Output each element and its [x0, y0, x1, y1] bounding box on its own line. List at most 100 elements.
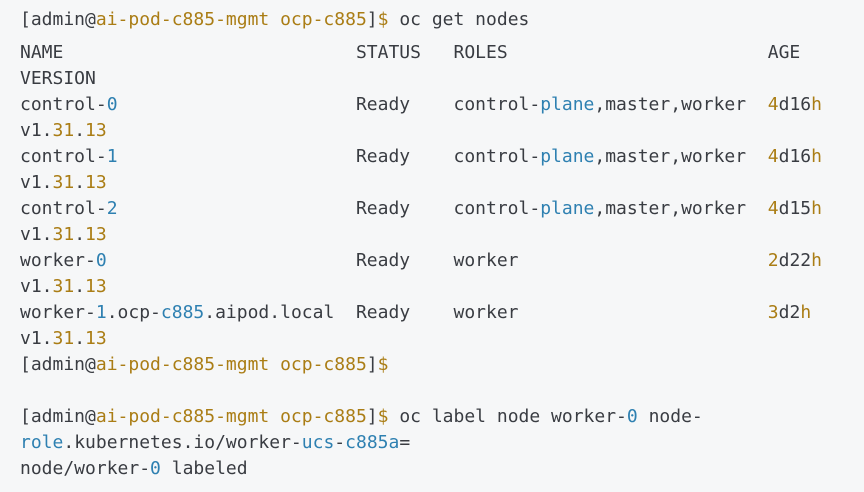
terminal-text-segment: 3: [767, 302, 779, 323]
terminal-text-segment: ]: [366, 9, 378, 30]
terminal-text-segment: 13: [85, 328, 107, 349]
terminal-text-segment: 1: [106, 146, 118, 167]
terminal-text-segment: ai-pod-c885-mgmt ocp-c885: [95, 406, 367, 427]
blank-line: [20, 378, 864, 404]
terminal-text-segment: c885: [160, 302, 205, 323]
terminal-text-segment: node-: [637, 406, 703, 427]
terminal-text-segment: 13: [85, 224, 107, 245]
terminal-text-segment: -: [334, 432, 346, 453]
terminal-text-segment: 0: [150, 458, 161, 479]
terminal-text-segment: $: [377, 406, 389, 427]
terminal-text-segment: $: [377, 354, 389, 375]
terminal-text-segment: .: [74, 172, 86, 193]
prompt-oc-label-node: [admin@ai-pod-c885-mgmt ocp-c885]$ oc la…: [20, 404, 864, 430]
terminal-text-segment: .aipod.local Ready worker: [204, 302, 768, 323]
terminal-text-segment: h: [811, 250, 822, 271]
terminal-text-segment: worker-: [20, 250, 96, 271]
terminal-text-segment: d16: [778, 94, 812, 115]
terminal-text-segment: .kubernetes.io/worker-: [63, 432, 302, 453]
terminal-text-segment: role: [20, 432, 64, 453]
terminal-text-segment: oc get nodes: [388, 9, 530, 30]
terminal-text-segment: 1: [95, 302, 107, 323]
terminal-text-segment: .: [74, 328, 86, 349]
terminal-text-segment: Ready control-: [117, 198, 541, 219]
prompt-idle: [admin@ai-pod-c885-mgmt ocp-c885]$: [20, 352, 864, 378]
terminal-text-segment: 13: [85, 120, 107, 141]
terminal-text-segment: oc label node worker-: [388, 406, 627, 427]
terminal-text-segment: .: [74, 276, 86, 297]
terminal-text-segment: control-: [20, 146, 107, 167]
terminal-text-segment: 13: [85, 172, 107, 193]
terminal-text-segment: .ocp-: [106, 302, 161, 323]
terminal-text-segment: [admin@: [20, 354, 96, 375]
terminal-text-segment: 31: [52, 224, 75, 245]
terminal-text-segment: .: [74, 120, 86, 141]
table-header-version-wrap: VERSION: [20, 66, 864, 92]
terminal-text-segment: 0: [106, 94, 118, 115]
terminal-text-segment: worker-: [20, 302, 96, 323]
terminal-text-segment: 4: [767, 94, 779, 115]
terminal-text-segment: NAME STATUS ROLES AGE: [20, 42, 801, 63]
terminal-text-segment: node/worker-: [20, 458, 151, 479]
terminal-text-segment: plane: [540, 94, 595, 115]
terminal-text-segment: d16: [778, 146, 812, 167]
terminal-text-segment: h: [811, 94, 822, 115]
terminal-text-segment: v1.: [20, 276, 53, 297]
node-row-control-0-version: v1.31.13: [20, 118, 864, 144]
terminal-text-segment: h: [800, 302, 812, 323]
terminal-text-segment: d15: [778, 198, 812, 219]
terminal-text-segment: 31: [52, 328, 75, 349]
terminal-text-segment: ]: [366, 406, 378, 427]
node-row-worker-0: worker-0 Ready worker 2d22h: [20, 248, 864, 274]
terminal-text-segment: =: [399, 432, 411, 453]
terminal-text-segment: [admin@: [20, 9, 96, 30]
terminal-text-segment: labeled: [160, 458, 248, 479]
terminal-text-segment: d22: [778, 250, 812, 271]
terminal-text-segment: 2: [767, 250, 779, 271]
prompt-oc-get-nodes: [admin@ai-pod-c885-mgmt ocp-c885]$ oc ge…: [20, 7, 864, 33]
terminal-text-segment: ,master,worker: [594, 146, 768, 167]
terminal-text-segment: $: [377, 9, 389, 30]
label-result: node/worker-0 labeled: [20, 456, 864, 482]
terminal-text-segment: ucs: [301, 432, 335, 453]
terminal-text-segment: 31: [52, 120, 75, 141]
terminal-text-segment: h: [811, 146, 822, 167]
terminal-text-segment: ,master,worker: [594, 198, 768, 219]
terminal-text-segment: 31: [52, 172, 75, 193]
node-row-control-1: control-1 Ready control-plane,master,wor…: [20, 144, 864, 170]
node-row-control-1-version: v1.31.13: [20, 170, 864, 196]
terminal-text-segment: 0: [95, 250, 107, 271]
terminal-text-segment: v1.: [20, 328, 53, 349]
terminal-text-segment: 0: [626, 406, 638, 427]
terminal-text-segment: .: [74, 224, 86, 245]
terminal-text-segment: ai-pod-c885-mgmt ocp-c885: [95, 354, 367, 375]
node-row-control-2: control-2 Ready control-plane,master,wor…: [20, 196, 864, 222]
terminal-text-segment: Ready worker: [106, 250, 768, 271]
terminal-text-segment: 2: [106, 198, 118, 219]
terminal-text-segment: 13: [85, 276, 107, 297]
terminal-text-segment: v1.: [20, 120, 53, 141]
terminal-text-segment: ai-pod-c885-mgmt ocp-c885: [95, 9, 367, 30]
terminal-text-segment: plane: [540, 198, 595, 219]
terminal-text-segment: plane: [540, 146, 595, 167]
terminal-text-segment: control-: [20, 198, 107, 219]
terminal-text-segment: ,master,worker: [594, 94, 768, 115]
terminal-text-segment: h: [811, 198, 822, 219]
label-command-wrap: role.kubernetes.io/worker-ucs-c885a=: [20, 430, 864, 456]
table-header-row: NAME STATUS ROLES AGE: [20, 40, 864, 66]
node-row-control-0: control-0 Ready control-plane,master,wor…: [20, 92, 864, 118]
terminal-text-segment: ]: [366, 354, 378, 375]
terminal-text-segment: 31: [52, 276, 75, 297]
node-row-worker-0-version: v1.31.13: [20, 274, 864, 300]
terminal-text-segment: 4: [767, 198, 779, 219]
terminal-text-segment: d2: [778, 302, 801, 323]
node-row-control-2-version: v1.31.13: [20, 222, 864, 248]
terminal-text-segment: v1.: [20, 224, 53, 245]
terminal-text-segment: control-: [20, 94, 107, 115]
node-row-worker-1: worker-1.ocp-c885.aipod.local Ready work…: [20, 300, 864, 326]
node-row-worker-1-version: v1.31.13: [20, 326, 864, 352]
terminal-text-segment: [admin@: [20, 406, 96, 427]
terminal-text-segment: v1.: [20, 172, 53, 193]
terminal-text-segment: c885a: [345, 432, 400, 453]
